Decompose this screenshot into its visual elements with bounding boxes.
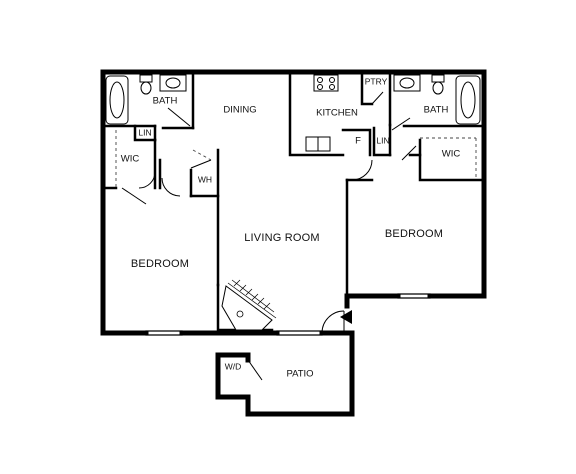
- label-patio: PATIO: [286, 369, 313, 380]
- label-bedroom-right: BEDROOM: [385, 228, 443, 240]
- room-labels: BATH DINING KITCHEN PTRY BATH LIN WIC WH…: [121, 76, 461, 379]
- label-wic-right: WIC: [442, 149, 461, 160]
- label-linen-right: LIN: [376, 135, 389, 145]
- entry-arrow-icon: [340, 310, 352, 324]
- label-bath-left: BATH: [153, 96, 178, 107]
- windows: [145, 293, 431, 336]
- label-bath-right: BATH: [424, 105, 449, 116]
- label-washer-dryer: W/D: [225, 361, 242, 371]
- closet-shelves: [115, 130, 477, 190]
- label-bedroom-left: BEDROOM: [131, 258, 189, 270]
- label-water-heater: WH: [198, 174, 212, 184]
- label-linen-left: LIN: [138, 127, 151, 137]
- fireplace: [221, 279, 277, 331]
- interior-walls: [101, 70, 486, 332]
- label-wic-left: WIC: [121, 154, 140, 165]
- doors: [121, 91, 417, 381]
- label-fridge: F: [355, 136, 361, 147]
- label-pantry: PTRY: [365, 76, 388, 86]
- fixtures: [105, 74, 481, 331]
- label-dining: DINING: [223, 105, 256, 116]
- exterior-walls: [100, 69, 487, 417]
- label-kitchen: KITCHEN: [316, 108, 358, 119]
- label-living-room: LIVING ROOM: [244, 232, 320, 244]
